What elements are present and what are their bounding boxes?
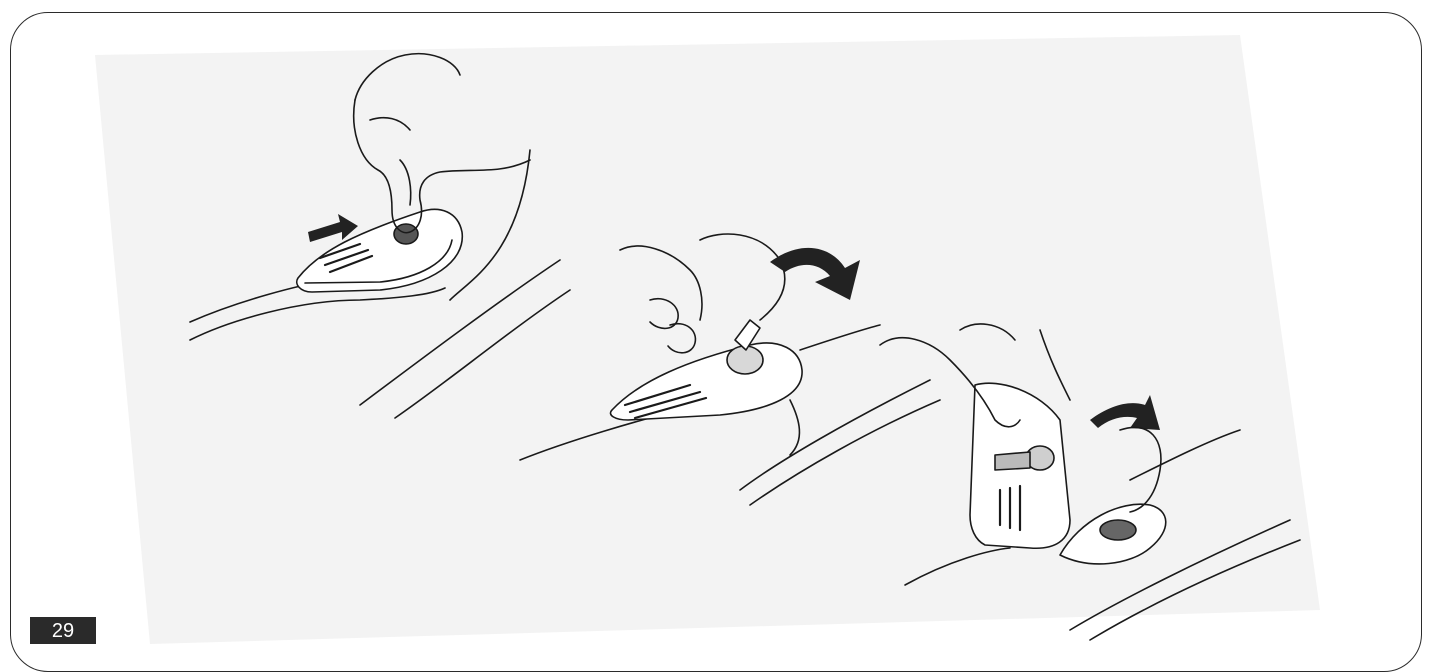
instruction-illustration — [0, 0, 1435, 644]
page-number: 29 — [30, 617, 96, 644]
